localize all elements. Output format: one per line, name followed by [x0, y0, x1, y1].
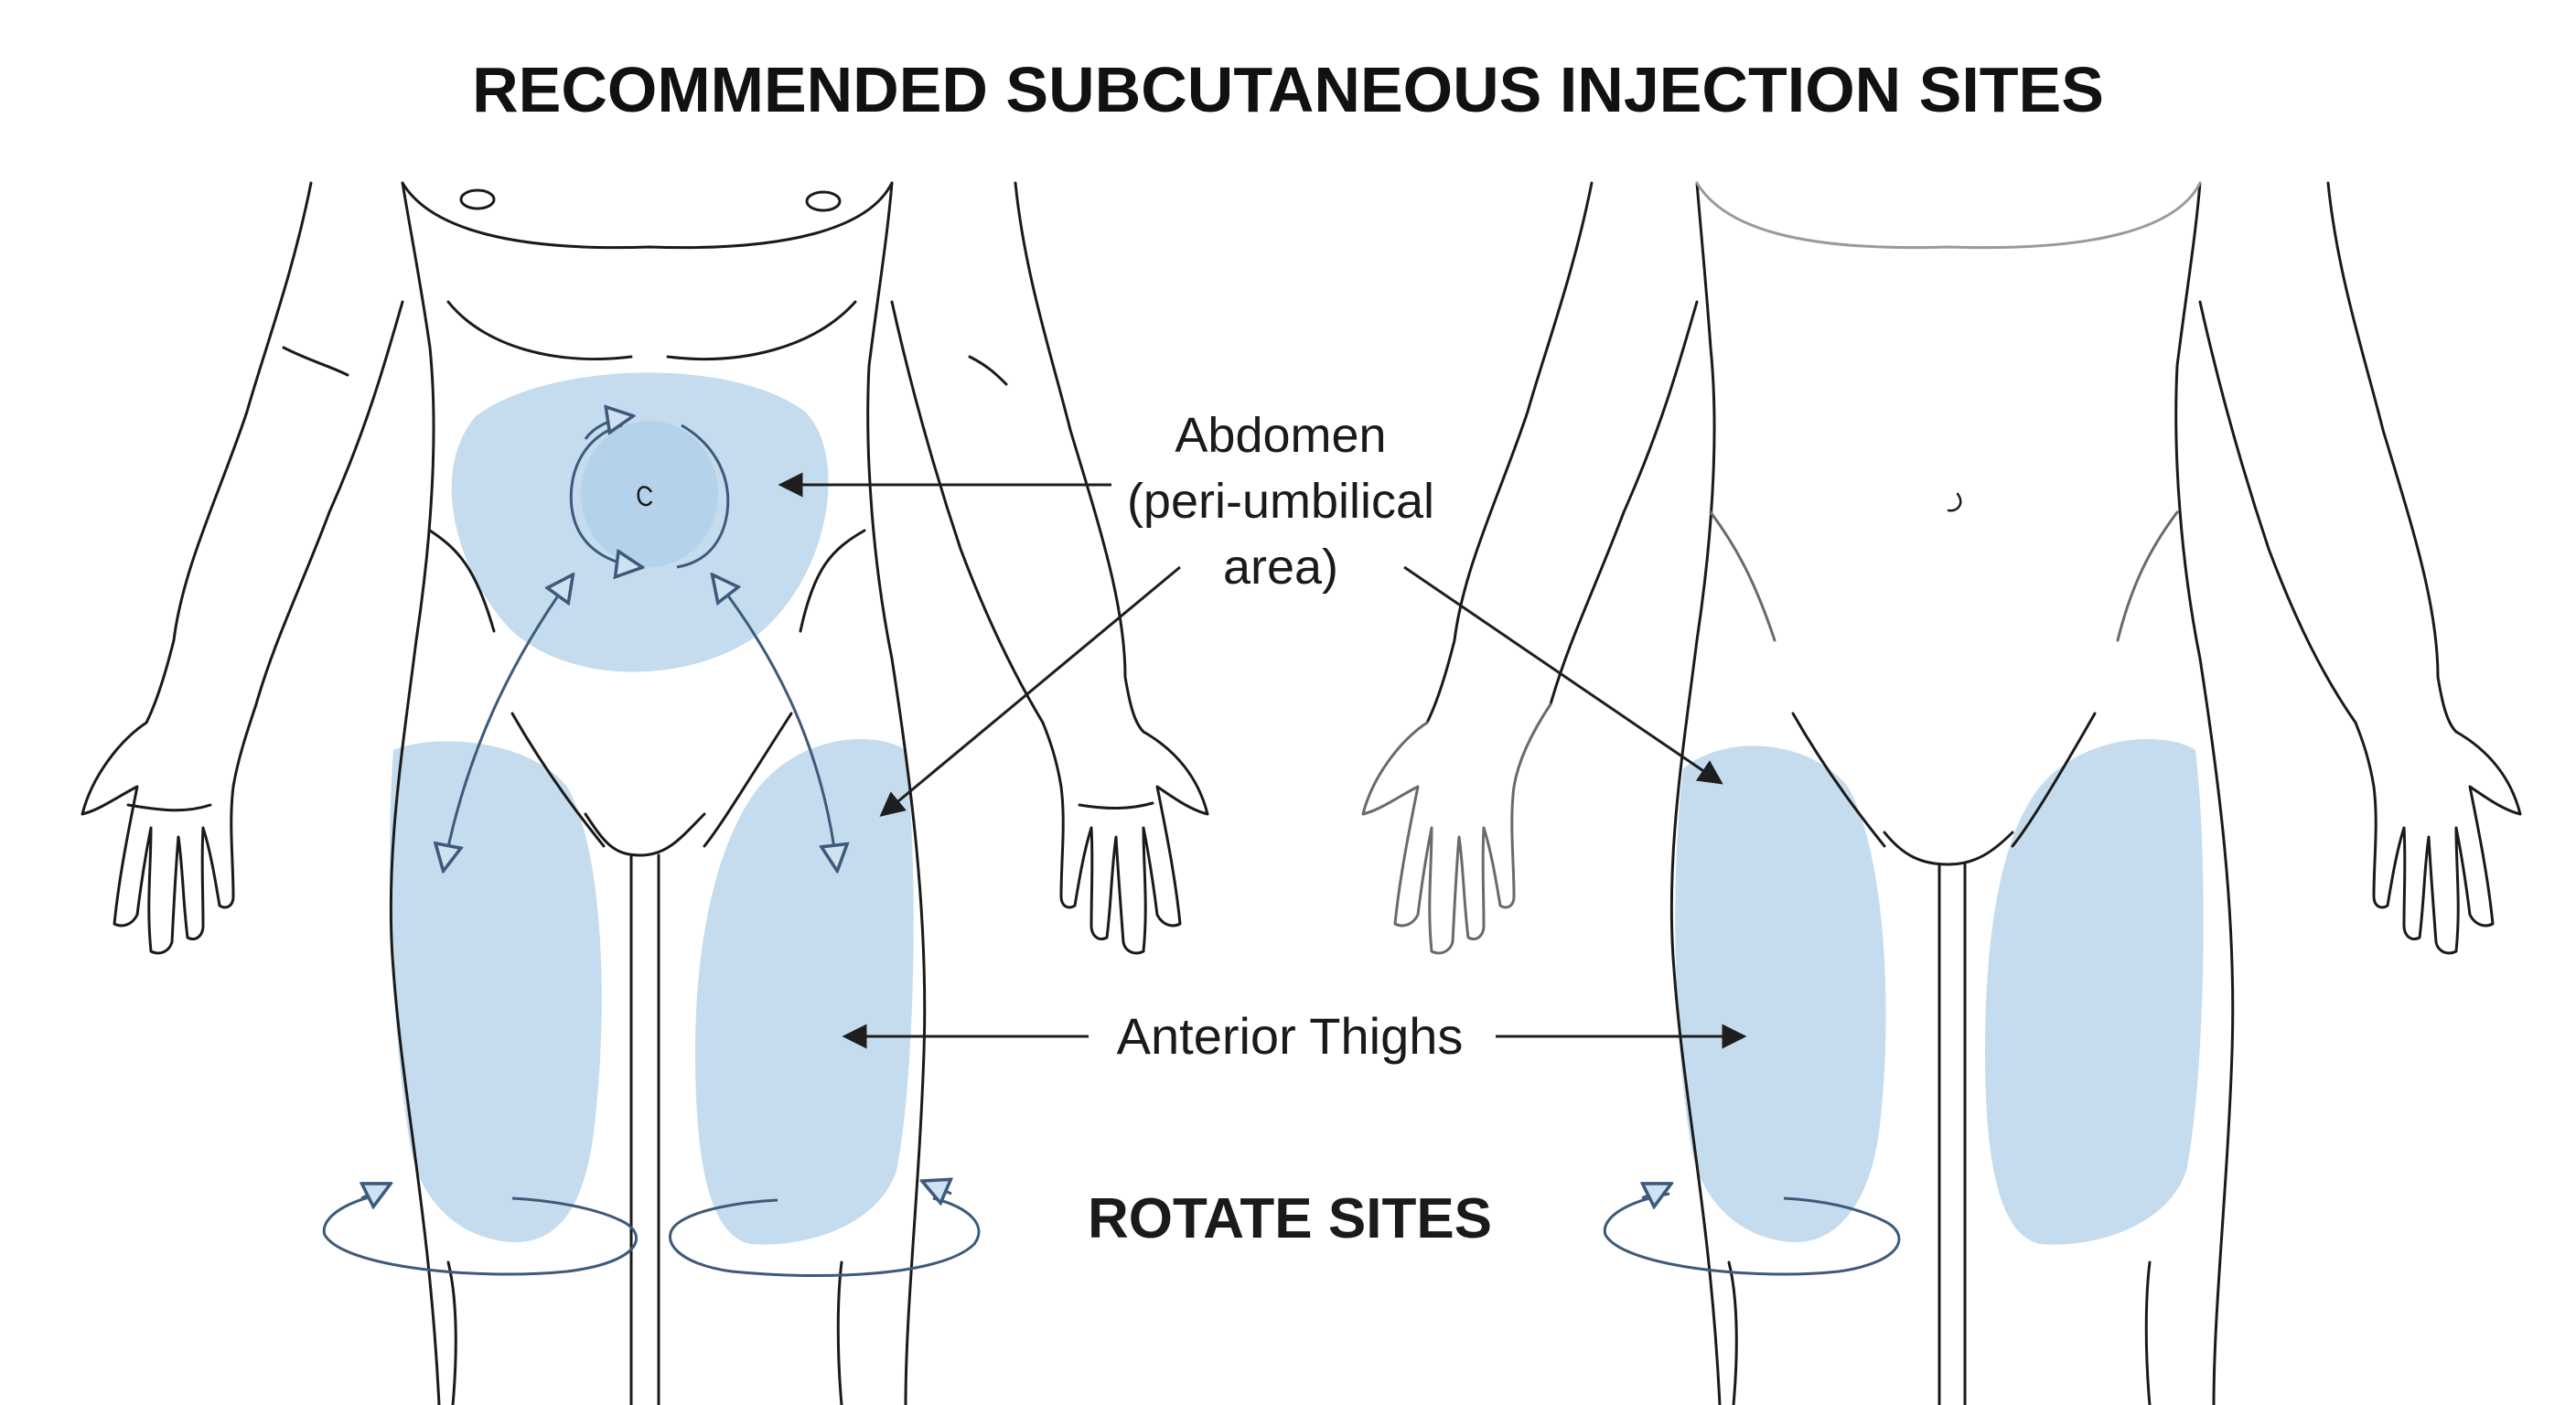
abdomen-label: Abdomen (peri-umbilical area): [1126, 408, 1435, 595]
left-thigh-site-left: [390, 741, 602, 1243]
abdomen-arrow-thigh-right: [1403, 565, 1723, 785]
rotation-arrows-abdomen-thigh: [444, 576, 837, 869]
abdomen-arrow-thigh-left: [879, 565, 1181, 817]
left-thigh-site-right: [1675, 745, 1886, 1243]
knee-rotation-loops-left: [322, 1182, 981, 1278]
umbilicus-rotation: [569, 416, 730, 567]
rotate-sites-label: ROTATE SITES: [1087, 1187, 1493, 1250]
umbilical-ring-fill: [581, 421, 718, 567]
page-title: RECOMMENDED SUBCUTANEOUS INJECTION SITES: [472, 54, 2104, 125]
right-thigh-site-left: [695, 739, 914, 1245]
knee-rotation-loop-right: [1603, 1185, 1901, 1276]
callout-arrows: [778, 472, 1747, 1049]
anterior-thighs-label: Anterior Thighs: [1089, 1004, 1491, 1068]
front-figure-right: [1361, 181, 2522, 1405]
right-thigh-site-right: [1985, 739, 2204, 1245]
